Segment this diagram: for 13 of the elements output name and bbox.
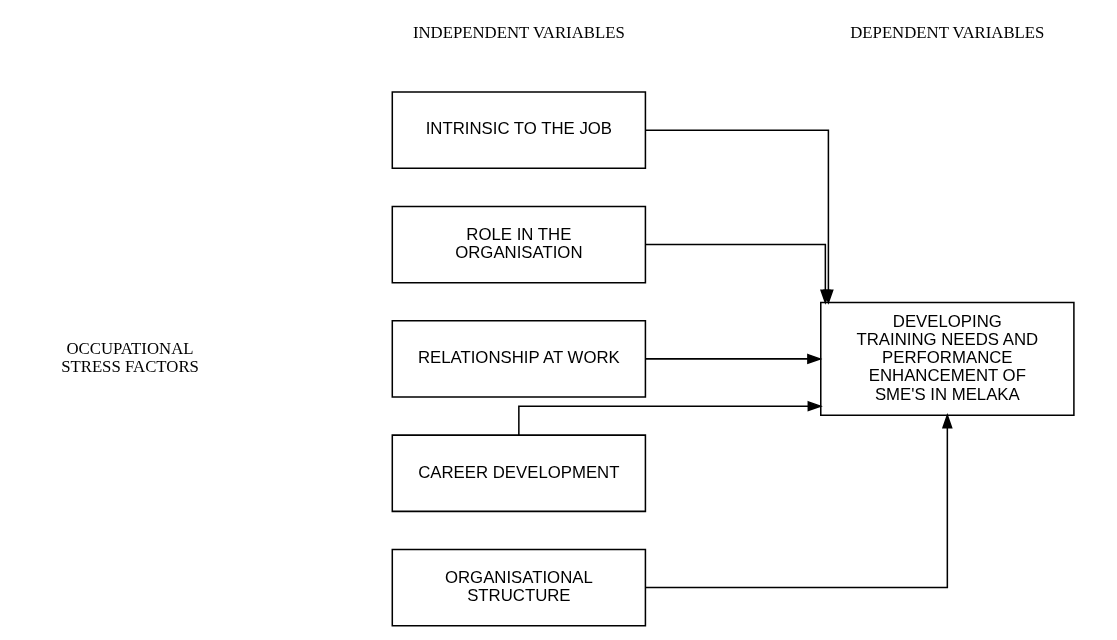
arrow: [644, 413, 953, 589]
node-box: DEVELOPING TRAINING NEEDS AND PERFORMANCE ENHANCEMENT OF SME'S IN MELAKA: [820, 301, 1075, 417]
node-box: CAREER DEVELOPMENT: [391, 434, 647, 513]
node-box: RELATIONSHIP AT WORK: [391, 320, 647, 398]
node-box: INTRINSIC TO THE JOB: [391, 91, 647, 170]
label: INDEPENDENT VARIABLES: [412, 23, 625, 43]
label: OCCUPATIONAL STRESS FACTORS: [61, 339, 199, 377]
node-box: ROLE IN THE ORGANISATION: [391, 205, 647, 284]
node-box: ORGANISATIONAL STRUCTURE: [391, 548, 647, 627]
label: DEPENDENT VARIABLES: [850, 23, 1045, 43]
arrow: [644, 353, 823, 365]
arrow: [518, 400, 823, 436]
arrow: [645, 243, 831, 305]
